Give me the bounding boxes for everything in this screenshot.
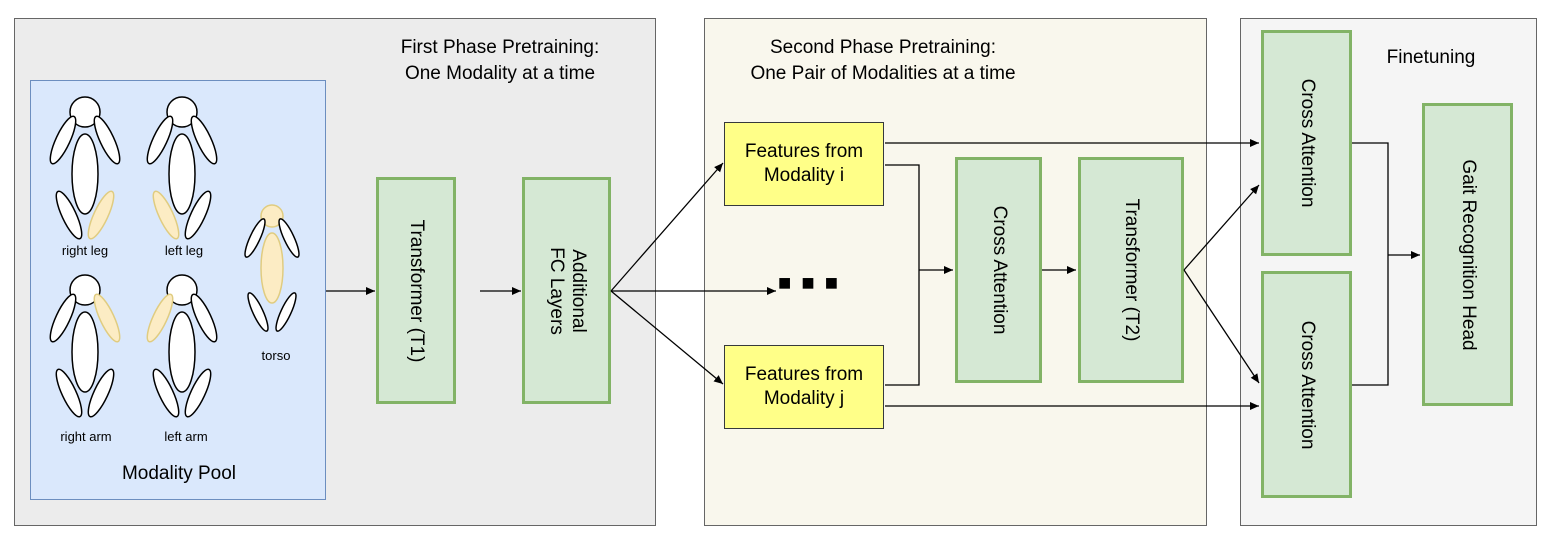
transformer-t1-block: Transformer (T1) bbox=[376, 177, 456, 404]
additional-fc-block: Additional FC Layers bbox=[522, 177, 611, 404]
arrow-t2-to-bottom-ca bbox=[1183, 269, 1260, 384]
features-modality-j-box: Features from Modality j bbox=[724, 345, 884, 429]
label-torso: torso bbox=[261, 348, 291, 363]
cross-attention-bottom-block: Cross Attention bbox=[1261, 271, 1352, 498]
figure-left-leg bbox=[146, 96, 218, 240]
label-right-leg: right leg bbox=[61, 243, 109, 258]
label-left-leg: left leg bbox=[164, 243, 204, 258]
figure-right-arm bbox=[49, 274, 121, 418]
figure-torso bbox=[244, 204, 300, 332]
cross-attention-top-block: Cross Attention bbox=[1261, 30, 1352, 256]
finetuning-title: Finetuning bbox=[1386, 47, 1476, 68]
modality-pool-title: Modality Pool bbox=[121, 463, 237, 484]
second-phase-title: Second Phase Pretraining: One Pair of Mo… bbox=[750, 37, 1016, 84]
connector-features-i bbox=[885, 164, 920, 386]
figure-right-leg bbox=[49, 96, 121, 240]
arrow-fc-to-features-j bbox=[610, 290, 724, 385]
first-phase-title: First Phase Pretraining: One Modality at… bbox=[400, 37, 600, 84]
cross-attention-mid-block: Cross Attention bbox=[955, 157, 1042, 383]
arrow-t2-to-top-ca bbox=[1183, 184, 1260, 271]
gait-recognition-head-block: Gait Recognition Head bbox=[1422, 103, 1513, 406]
label-left-arm: left arm bbox=[164, 429, 208, 444]
arrow-fc-to-features-i bbox=[610, 162, 724, 292]
ellipsis-dots: ■ ■ ■ bbox=[778, 270, 841, 295]
features-modality-i-box: Features from Modality i bbox=[724, 122, 884, 206]
label-right-arm: right arm bbox=[60, 429, 112, 444]
transformer-t2-block: Transformer (T2) bbox=[1078, 157, 1184, 383]
figure-left-arm bbox=[146, 274, 218, 418]
connector-ca-to-head bbox=[1352, 142, 1389, 386]
